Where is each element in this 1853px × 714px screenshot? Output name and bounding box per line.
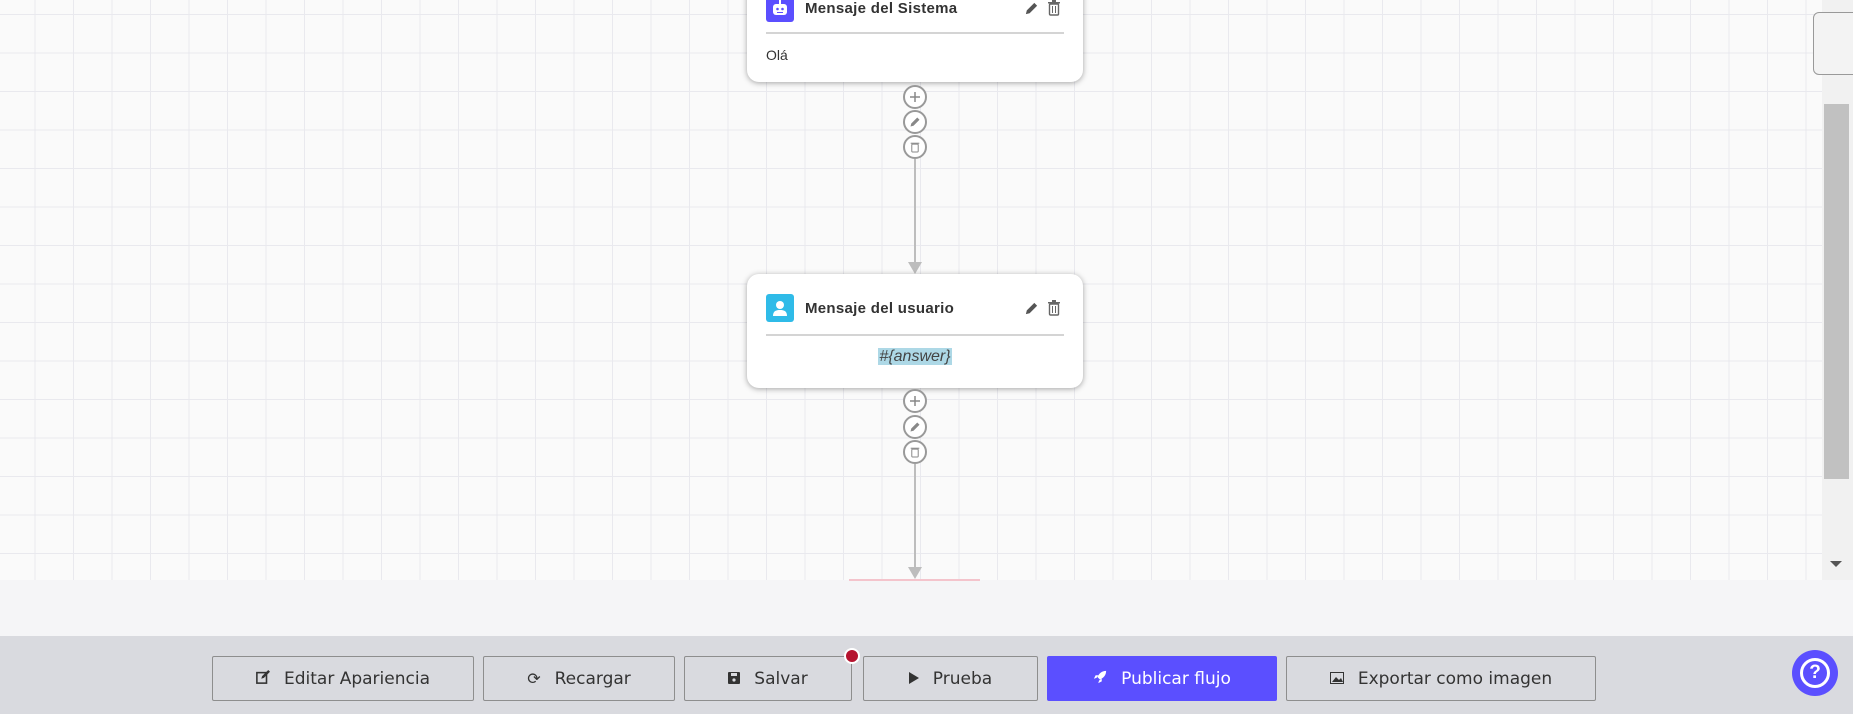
question-icon: ? (1800, 658, 1830, 688)
rocket-icon (1093, 669, 1107, 689)
next-node-edge (849, 579, 980, 581)
publish-flow-button[interactable]: Publicar flujo (1047, 656, 1277, 701)
unsaved-changes-dot (844, 648, 860, 664)
delete-connection-button[interactable] (903, 135, 927, 159)
export-image-button[interactable]: Exportar como imagen (1286, 656, 1596, 701)
node-content: #{answer} (878, 348, 952, 365)
refresh-icon: ⟳ (527, 669, 541, 688)
node-system-message[interactable]: Mensaje del Sistema Olá (747, 0, 1083, 82)
node-title: Mensaje del usuario (805, 299, 955, 317)
connector-line (914, 159, 916, 263)
connector-arrow (908, 262, 922, 274)
edit-connection-button[interactable] (903, 110, 927, 134)
add-node-button[interactable] (903, 389, 927, 413)
divider (766, 334, 1064, 336)
trash-icon[interactable] (1044, 0, 1064, 18)
save-button[interactable]: Salvar (684, 656, 852, 701)
node-content: Olá (766, 47, 788, 63)
reload-button[interactable]: ⟳ Recargar (483, 656, 675, 701)
edit-appearance-button[interactable]: Editar Apariencia (212, 656, 474, 701)
bottom-toolbar: Editar Apariencia ⟳ Recargar Salvar Prue… (0, 636, 1853, 714)
node-user-message[interactable]: Mensaje del usuario #{answer} (747, 274, 1083, 388)
edit-icon (256, 669, 270, 689)
scroll-down-arrow-icon[interactable] (1830, 561, 1842, 567)
help-button[interactable]: ? (1792, 650, 1838, 696)
robot-icon (766, 0, 794, 22)
connector-arrow (908, 567, 922, 579)
trash-icon[interactable] (1044, 298, 1064, 318)
user-icon (766, 294, 794, 322)
play-icon (908, 669, 919, 689)
divider (766, 32, 1064, 34)
pencil-icon[interactable] (1021, 298, 1041, 318)
pencil-icon[interactable] (1021, 0, 1041, 18)
connector-line (914, 464, 916, 568)
test-button[interactable]: Prueba (863, 656, 1038, 701)
image-icon (1329, 669, 1344, 689)
scrollbar-thumb[interactable] (1824, 104, 1849, 479)
floppy-disk-icon (728, 669, 741, 689)
delete-connection-button[interactable] (903, 440, 927, 464)
edit-connection-button[interactable] (903, 415, 927, 439)
add-node-button[interactable] (903, 85, 927, 109)
node-title: Mensaje del Sistema (805, 0, 958, 17)
minimap-panel[interactable] (1813, 12, 1853, 75)
